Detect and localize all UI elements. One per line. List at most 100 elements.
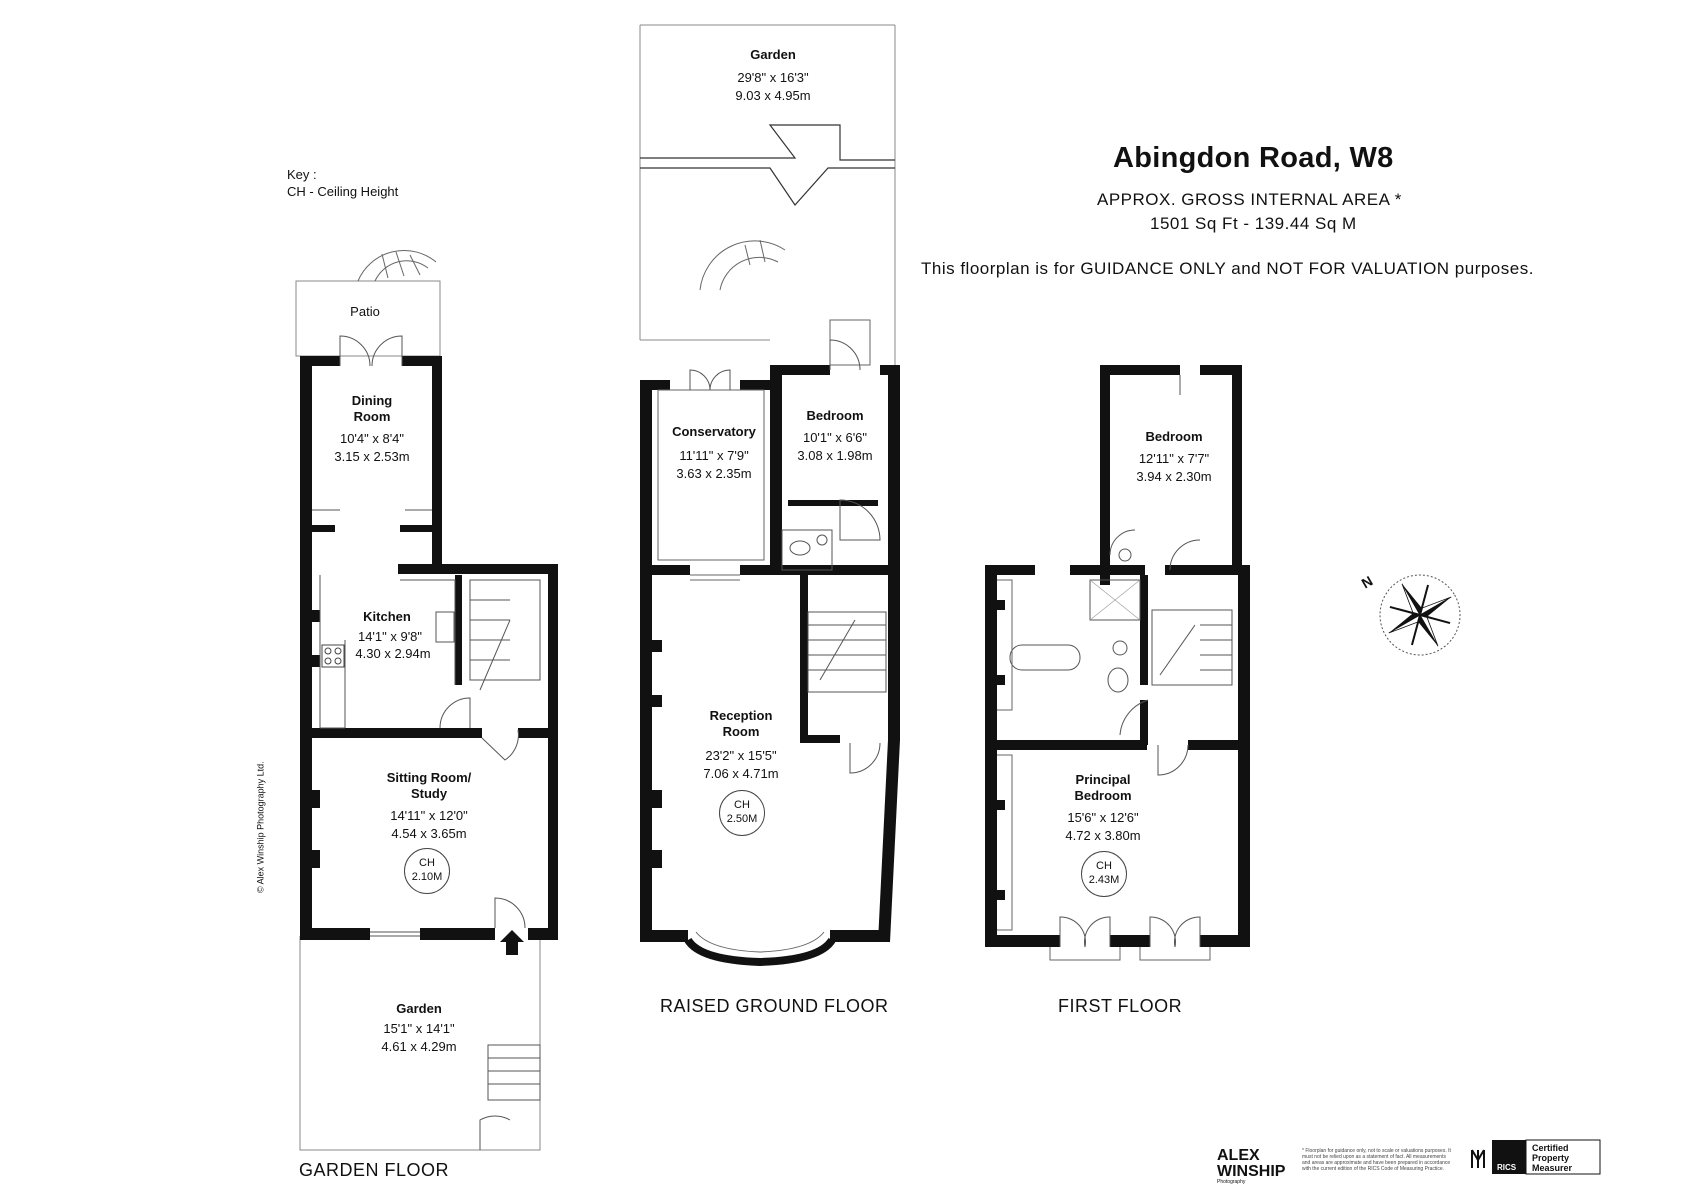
bedroom-rg-metric: 3.08 x 1.98m	[797, 448, 873, 463]
patio-spiral-stair	[357, 249, 437, 282]
rear-garden-metric: 9.03 x 4.95m	[735, 88, 811, 103]
ch-value: 2.50M	[726, 813, 758, 825]
kitchen-name: Kitchen	[363, 609, 411, 624]
bedroom-ff-metric: 3.94 x 2.30m	[1136, 469, 1212, 484]
garden-floor-label: GARDEN FLOOR	[299, 1160, 450, 1180]
shower-icon	[1089, 579, 1141, 621]
garden-floor-walls	[300, 356, 558, 940]
fine-print: * Floorplan for guidance only, not to sc…	[1302, 1148, 1451, 1172]
bedroom-ff-door[interactable]	[1109, 375, 1181, 556]
front-garden-name: Garden	[396, 1001, 442, 1016]
rear-garden-name: Garden	[750, 47, 796, 62]
area-label: APPROX. GROSS INTERNAL AREA *	[1097, 190, 1402, 209]
raised-ground-stair	[807, 611, 887, 693]
sitting-room-name: Sitting Room/	[386, 770, 472, 785]
wc-room	[781, 529, 833, 571]
front-garden-outline	[299, 936, 541, 1151]
reception-door[interactable]	[849, 742, 881, 774]
ff-basin-icon	[1118, 548, 1132, 562]
bath-icon	[1009, 644, 1081, 671]
mm-logo-icon	[1471, 1149, 1485, 1168]
kitchen-sink	[435, 611, 455, 643]
raised-ground-walls	[640, 365, 900, 942]
certified-line-1: Certified	[1532, 1143, 1569, 1153]
principal-bedroom-name-2: Bedroom	[1074, 788, 1132, 803]
front-garden-metric: 4.61 x 4.29m	[381, 1039, 457, 1054]
conservatory-imperial: 11'11" x 7'9"	[679, 448, 749, 463]
conservatory-metric: 3.63 x 2.35m	[676, 466, 752, 481]
bedroom-rg-imperial: 10'1" x 6'6"	[802, 430, 868, 445]
first-floor-stair	[1151, 609, 1233, 686]
bedroom-ff-imperial: 12'11" x 7'7"	[1138, 451, 1210, 466]
kitchen-door[interactable]	[439, 697, 471, 729]
wc-door[interactable]	[839, 499, 881, 541]
reception-room-metric: 7.06 x 4.71m	[703, 766, 779, 781]
ch-value: 2.10M	[411, 871, 443, 883]
bedroom-rg-name: Bedroom	[806, 408, 864, 423]
dining-room-metric: 3.15 x 2.53m	[334, 449, 410, 464]
bedroom-ff-name: Bedroom	[1145, 429, 1203, 444]
rear-garden-outline	[639, 24, 896, 370]
principal-bedroom-imperial: 15'6" x 12'6"	[1067, 810, 1139, 825]
reception-room-name-2: Room	[722, 724, 760, 739]
landing-door[interactable]	[1169, 539, 1201, 571]
bay-window	[684, 937, 836, 967]
garden-floor-plan	[295, 249, 558, 1151]
dining-room-imperial: 10'4" x 8'4"	[339, 431, 405, 446]
principal-bedroom-metric: 4.72 x 3.80m	[1065, 828, 1141, 843]
dining-room-name: Dining	[351, 393, 393, 408]
kitchen-imperial: 14'1" x 9'8"	[357, 629, 423, 644]
ch-label: CH	[419, 857, 435, 870]
principal-bedroom-door[interactable]	[1157, 744, 1189, 776]
conservatory-name: Conservatory	[672, 424, 756, 439]
bathroom-door[interactable]	[1119, 699, 1149, 736]
juliet-door-right[interactable]	[1149, 916, 1201, 948]
conservatory-door[interactable]	[689, 369, 731, 391]
brand-logo-line-3: Photography	[1217, 1179, 1246, 1185]
reception-room-name: Reception	[709, 708, 773, 723]
principal-ceiling-height-badge: CH 2.43M	[1081, 851, 1127, 897]
certified-line-2: Property	[1532, 1153, 1570, 1163]
hall-door[interactable]	[481, 729, 519, 761]
bedroom-rg-door[interactable]	[829, 339, 861, 371]
juliet-door-left[interactable]	[1059, 916, 1111, 948]
front-garden-steps	[479, 1044, 541, 1150]
patio-door[interactable]	[339, 335, 403, 367]
garden-floor-stair	[469, 579, 541, 691]
basin-icon	[816, 534, 828, 546]
conservatory-glazing	[657, 389, 765, 561]
area-value: 1501 Sq Ft - 139.44 Sq M	[1150, 214, 1357, 233]
entrance-arrow-icon	[500, 930, 524, 955]
disclaimer: This floorplan is for GUIDANCE ONLY and …	[921, 259, 1534, 278]
sitting-room-name-2: Study	[410, 786, 448, 801]
ch-label: CH	[1096, 860, 1112, 873]
raised-ground-floor-label: RAISED GROUND FLOOR	[660, 996, 889, 1016]
raised-ground-floor-plan	[639, 24, 900, 967]
patio-label: Patio	[350, 304, 380, 319]
page-title: Abingdon Road, W8	[1113, 142, 1394, 174]
reception-room-imperial: 23'2" x 15'5"	[705, 748, 777, 763]
garden-break-line	[640, 124, 895, 161]
toilet-icon	[789, 540, 811, 556]
reception-ceiling-height-badge: CH 2.50M	[719, 790, 765, 836]
ff-toilet-icon	[1107, 667, 1129, 693]
copyright: © Alex Winship Photography Ltd.	[255, 761, 266, 894]
rear-garden-stair	[699, 240, 786, 291]
principal-bedroom-name: Principal	[1075, 772, 1131, 787]
kitchen-metric: 4.30 x 2.94m	[355, 646, 431, 661]
first-floor-walls	[985, 365, 1250, 947]
rics-label: RICS	[1497, 1163, 1517, 1172]
certified-line-3: Measurer	[1532, 1163, 1573, 1173]
rics-logo-box	[1492, 1140, 1526, 1174]
front-door[interactable]	[494, 897, 526, 929]
sitting-room-metric: 4.54 x 3.65m	[391, 826, 467, 841]
footer-logos	[1471, 1139, 1601, 1175]
first-floor-label: FIRST FLOOR	[1058, 996, 1183, 1016]
sitting-room-imperial: 14'11" x 12'0"	[390, 808, 468, 823]
sitting-room-ceiling-height-badge: CH 2.10M	[404, 848, 450, 894]
hob-icon	[321, 644, 345, 668]
brand-logo-line-2: WINSHIP	[1217, 1163, 1286, 1180]
dining-room-name-2: Room	[353, 409, 391, 424]
certified-box	[1525, 1139, 1601, 1175]
key-heading: Key :	[287, 167, 317, 182]
